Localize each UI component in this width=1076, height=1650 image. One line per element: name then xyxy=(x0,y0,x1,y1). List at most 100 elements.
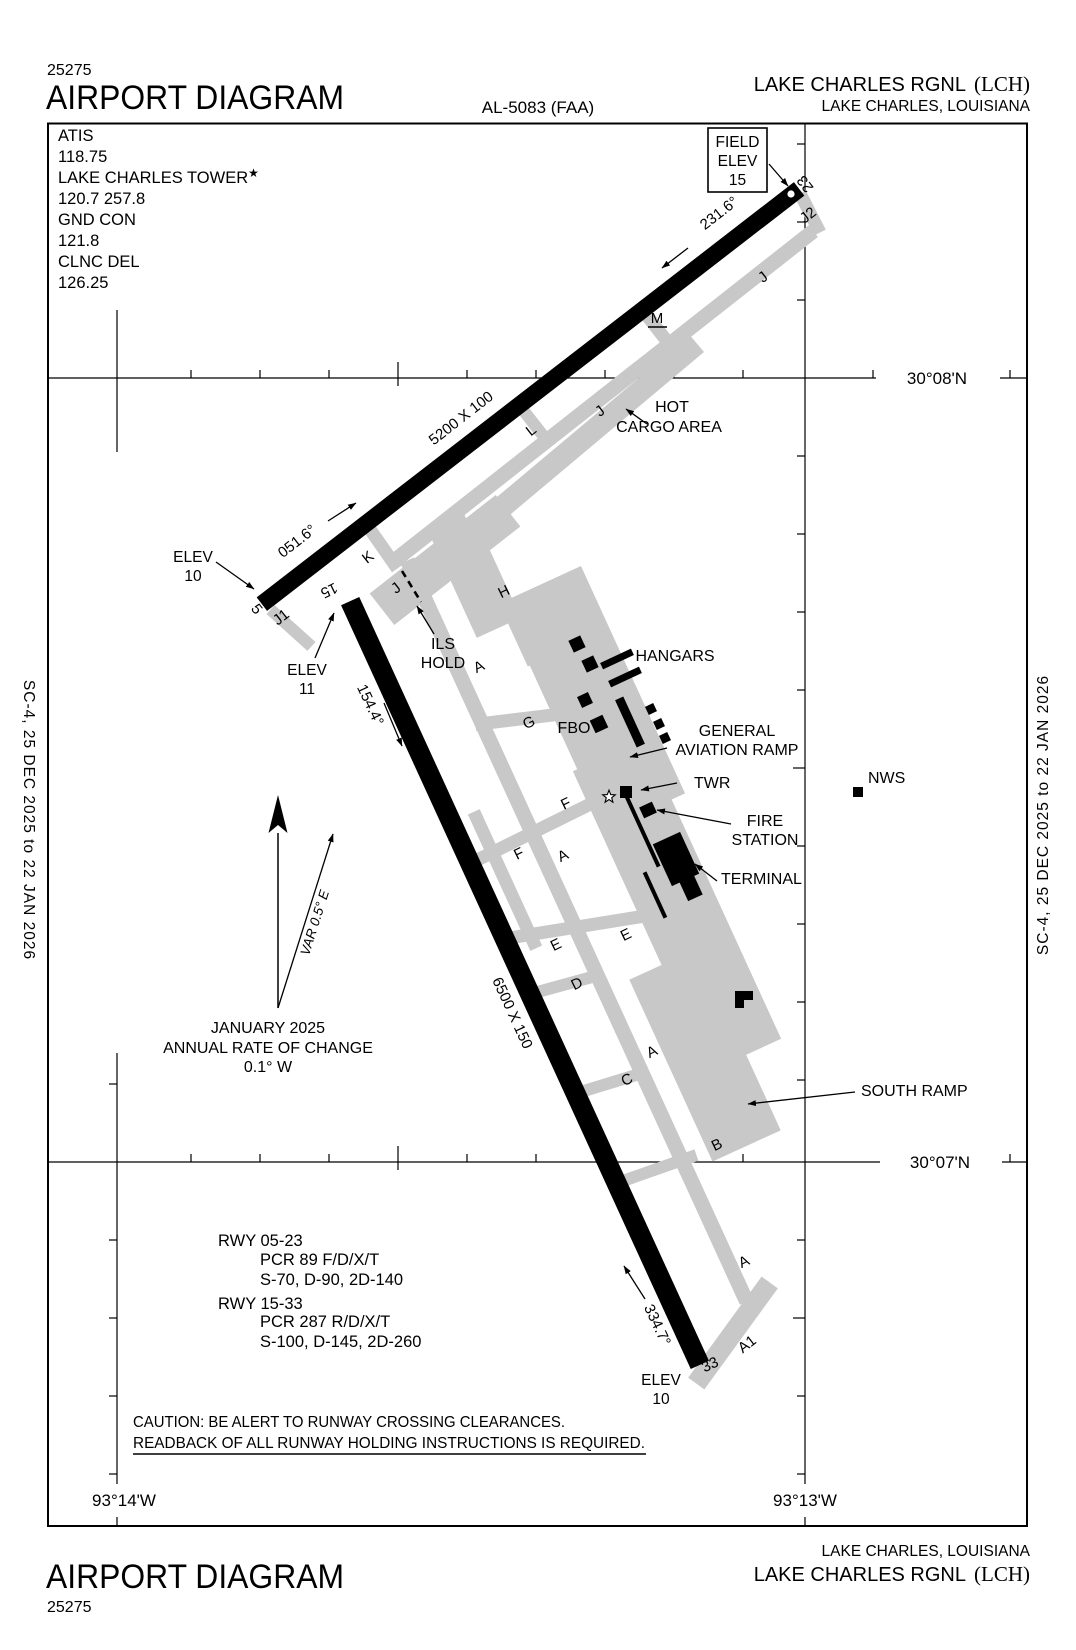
taxiway-apron-pavement xyxy=(266,190,826,1390)
runway-23-threshold-dot xyxy=(787,190,795,198)
clnc-del-freq: 126.25 xyxy=(58,274,108,292)
page-title-bottom: AIRPORT DIAGRAM xyxy=(46,1558,344,1596)
taxiway-j1-stub xyxy=(266,605,316,651)
taxiway-hot-cargo xyxy=(460,335,704,545)
terminal-apron-edge xyxy=(621,788,661,868)
hangar-building xyxy=(608,666,642,688)
rwy2-pcr: PCR 287 R/D/X/T xyxy=(260,1313,390,1331)
chart-number-bottom: 25275 xyxy=(47,1599,92,1616)
twr-label: TWR xyxy=(694,775,730,792)
terminal-building xyxy=(652,831,700,887)
ga-ramp-building-row xyxy=(615,696,645,748)
rwy1-pcr: PCR 89 F/D/X/T xyxy=(260,1251,379,1269)
fbo-label: FBO xyxy=(558,720,591,737)
procedure-id: AL-5083 (FAA) xyxy=(482,98,594,117)
hangar-building xyxy=(600,648,634,670)
taxiway-c-connector xyxy=(570,1065,650,1101)
tower-freq: 120.7 257.8 xyxy=(58,190,145,208)
south-ramp-label: SOUTH RAMP xyxy=(861,1083,968,1100)
magnetic-north-arrow xyxy=(277,833,334,1009)
lat-top-label: 30°08'N xyxy=(907,369,967,388)
ils-hold-label-1: ILS xyxy=(431,636,455,653)
taxiway-a1 xyxy=(688,1276,778,1390)
true-north-arrowhead-icon xyxy=(268,795,288,833)
terminal-building xyxy=(677,870,703,902)
chart-number-top: 25275 xyxy=(47,62,92,79)
annual-rate-value: 0.1° W xyxy=(244,1059,293,1076)
compass-group: VAR 0.5° E xyxy=(268,795,334,1009)
variation-label: VAR 0.5° E xyxy=(297,887,332,957)
ils-hold-label-2: HOLD xyxy=(421,655,465,672)
ga-ramp-building xyxy=(653,718,665,730)
runway-data-block: RWY 05-23 PCR 89 F/D/X/T S-70, D-90, 2D-… xyxy=(218,1232,421,1351)
airport-name-bottom: LAKE CHARLES RGNL(LCH) xyxy=(754,1562,1030,1586)
city-state-bottom: LAKE CHARLES, LOUISIANA xyxy=(822,1543,1031,1560)
runway-5-number: 5 xyxy=(247,601,266,618)
atis-freq: 118.75 xyxy=(58,148,107,166)
taxiway-m-connector xyxy=(639,308,679,354)
taxiway-label-a-2: A xyxy=(555,846,571,866)
ga-ramp-building xyxy=(645,703,657,715)
caution-line1: CAUTION: BE ALERT TO RUNWAY CROSSING CLE… xyxy=(133,1414,565,1431)
lon-right-ticks xyxy=(793,143,805,1475)
clnc-del-label: CLNC DEL xyxy=(58,253,140,271)
heading-051-arrow xyxy=(327,502,357,522)
taxiway-label-f-2: F xyxy=(511,844,527,863)
elev-11-arrow xyxy=(314,612,335,659)
field-elev-arrow xyxy=(768,163,789,187)
field-elev-value: 15 xyxy=(729,172,746,189)
runway-15-33 xyxy=(341,596,709,1370)
taxiway-e-connector xyxy=(498,908,656,946)
fire-station-label-1: FIRE xyxy=(747,813,783,830)
field-elev-line2: ELEV xyxy=(718,153,758,170)
heading-154-arrow xyxy=(383,702,403,747)
taxiway-label-a-1: A xyxy=(471,657,487,677)
heading-231-label: 231.6° xyxy=(697,193,742,233)
rwy1-codes: S-70, D-90, 2D-140 xyxy=(260,1271,403,1289)
runway-33-number: 33 xyxy=(699,1354,721,1376)
ils-hold-line xyxy=(400,570,423,603)
taxiway-g-connector xyxy=(474,707,566,731)
runway-05-23 xyxy=(256,182,805,611)
caution-line2: READBACK OF ALL RUNWAY HOLDING INSTRUCTI… xyxy=(133,1435,645,1452)
taxiway-k-connector xyxy=(363,523,403,573)
gnd-con-label: GND CON xyxy=(58,211,136,229)
runway-15-number: 15 xyxy=(318,579,340,602)
taxiway-label-a-3: A xyxy=(644,1042,660,1062)
lon-left-ticks xyxy=(109,1083,117,1475)
lat-bottom-label: 30°07'N xyxy=(910,1153,970,1172)
fire-station-building xyxy=(639,801,657,819)
elev-rwy33-value: 10 xyxy=(652,1391,670,1408)
ga-ramp-arrow xyxy=(629,747,668,759)
elev-10-arrow xyxy=(215,561,255,590)
hot-cargo-label-1: HOT xyxy=(655,399,689,416)
rwy2-title: RWY 15-33 xyxy=(218,1295,303,1313)
page-title-top: AIRPORT DIAGRAM xyxy=(46,79,344,117)
lat-top-ticks xyxy=(190,362,1011,386)
gnd-con-freq: 121.8 xyxy=(58,232,99,250)
fire-station-arrow xyxy=(656,808,732,825)
atis-label: ATIS xyxy=(58,127,93,145)
hot-cargo-label-2: CARGO AREA xyxy=(616,419,722,436)
hangars-label: HANGARS xyxy=(635,648,714,665)
taxiway-label-e-1: E xyxy=(548,935,564,955)
hangar-building xyxy=(581,655,599,673)
runway-23-number: 23 xyxy=(794,172,818,196)
field-elev-box: FIELD ELEV 15 xyxy=(707,127,768,193)
terminal-arrow xyxy=(694,863,718,882)
heading-334-arrow xyxy=(623,1265,646,1300)
elev-rwy33-label: ELEV xyxy=(641,1372,681,1389)
hangar-building xyxy=(568,635,586,653)
ga-ramp-label-2: AVIATION RAMP xyxy=(676,742,799,759)
tower-star-icon xyxy=(601,788,617,804)
taxiway-label-m: M xyxy=(651,310,664,327)
heading-231-arrow xyxy=(661,247,689,269)
taxiway-label-k: K xyxy=(359,548,377,568)
elev-rwy5-label: ELEV xyxy=(173,549,213,566)
airport-name-top: LAKE CHARLES RGNL(LCH) xyxy=(754,72,1030,96)
elev-rwy15-value: 11 xyxy=(299,681,315,698)
twr-arrow xyxy=(640,782,678,792)
city-state-top: LAKE CHARLES, LOUISIANA xyxy=(822,98,1031,115)
nws-building xyxy=(853,787,863,797)
